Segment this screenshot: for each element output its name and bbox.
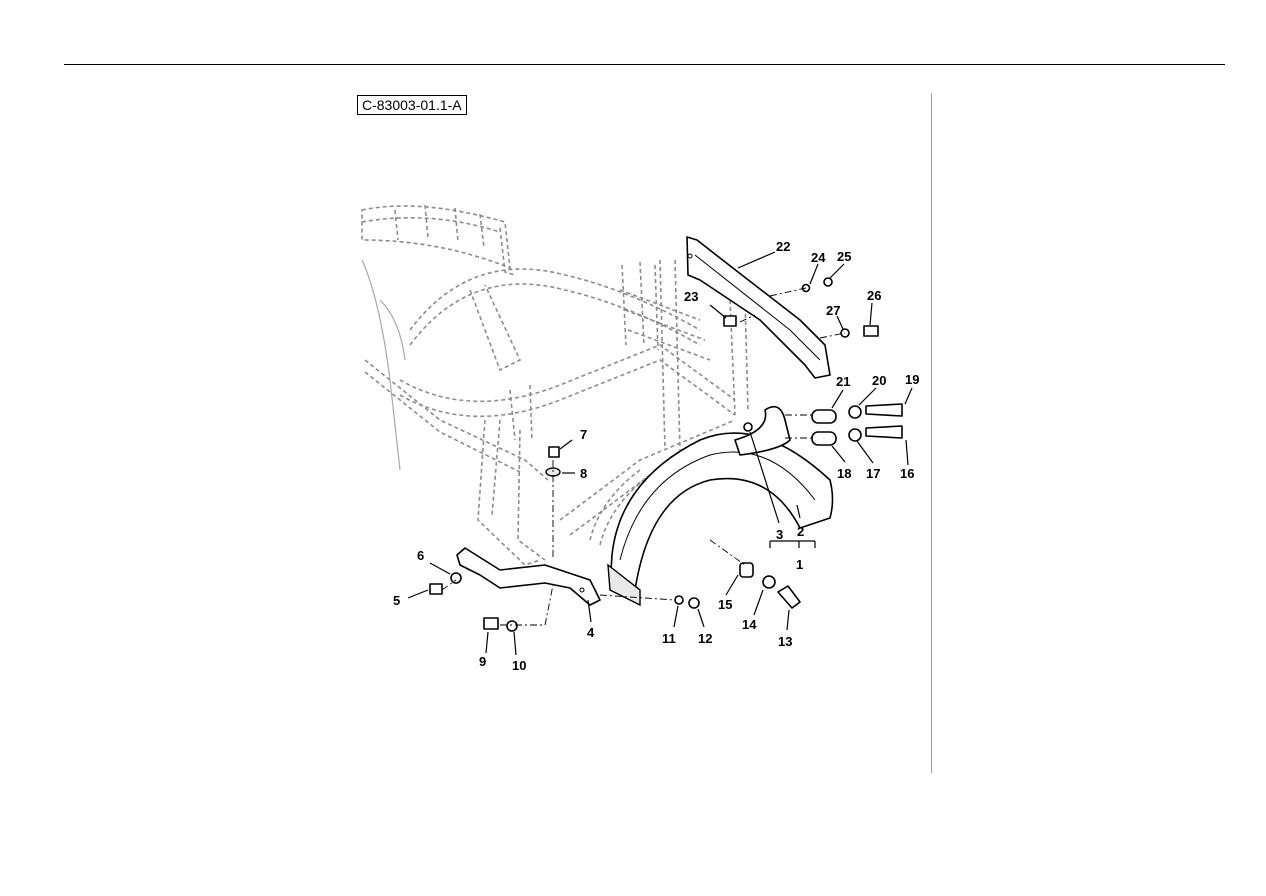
header-rule	[64, 64, 1225, 65]
vehicle-frame-ghost	[361, 204, 749, 566]
callout-12: 12	[698, 631, 712, 646]
callout-10: 10	[512, 658, 526, 673]
callout-22: 22	[776, 239, 790, 254]
callout-20: 20	[872, 373, 886, 388]
column-divider	[931, 93, 932, 773]
figure-label: C-83003-01.1-A	[357, 95, 467, 115]
callout-25: 25	[837, 249, 851, 264]
callout-27: 27	[826, 303, 840, 318]
callout-8: 8	[580, 466, 587, 481]
callout-numbers: 1 2 3 4 5 6 7 8 9 10 11 12 13 14 15 16 1…	[393, 239, 919, 673]
callout-17: 17	[866, 466, 880, 481]
callout-11: 11	[662, 631, 676, 646]
leader-lines	[407, 251, 913, 656]
fender-bracket	[456, 547, 601, 606]
centerlines	[441, 287, 846, 626]
callout-5: 5	[393, 593, 400, 608]
callout-21: 21	[836, 374, 850, 389]
callout-14: 14	[742, 617, 757, 632]
callout-19: 19	[905, 372, 919, 387]
callout-16: 16	[900, 466, 914, 481]
callout-6: 6	[417, 548, 424, 563]
callout-4: 4	[587, 625, 595, 640]
callout-26: 26	[867, 288, 881, 303]
fender-assembly	[607, 405, 834, 607]
rail-assembly	[686, 236, 831, 379]
callout-9: 9	[479, 654, 486, 669]
callout-2: 2	[797, 524, 804, 539]
hardware-parts	[429, 277, 903, 632]
callout-13: 13	[778, 634, 792, 649]
callout-18: 18	[837, 466, 851, 481]
callout-24: 24	[811, 250, 826, 265]
callout-23: 23	[684, 289, 698, 304]
callout-3: 3	[776, 527, 783, 542]
callout-7: 7	[580, 427, 587, 442]
callout-1: 1	[796, 557, 803, 572]
callout-15: 15	[718, 597, 732, 612]
